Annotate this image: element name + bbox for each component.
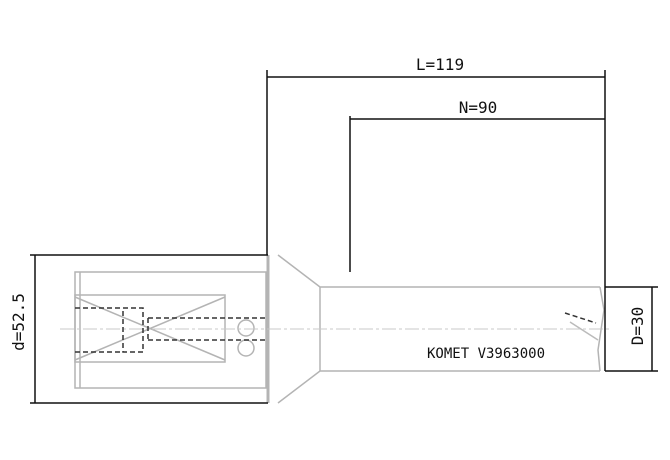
shank-diameter-label: d=52.5	[9, 293, 28, 351]
drill-diameter-label: D=30	[628, 307, 647, 346]
cone-bottom	[277, 370, 600, 404]
shank-recess	[74, 271, 267, 389]
overall-length-label: L=119	[416, 55, 464, 74]
screw-hole-icon-2	[237, 339, 255, 357]
komet-marking: KOMET V3963000	[427, 346, 545, 362]
drill-tip	[597, 286, 605, 372]
cone-top	[277, 254, 600, 288]
screw-hole-icon	[237, 319, 255, 337]
neck-length-label: N=90	[459, 98, 498, 117]
tool-outline	[74, 254, 605, 404]
hidden-lines	[75, 307, 597, 353]
dimension-lines	[30, 70, 658, 404]
